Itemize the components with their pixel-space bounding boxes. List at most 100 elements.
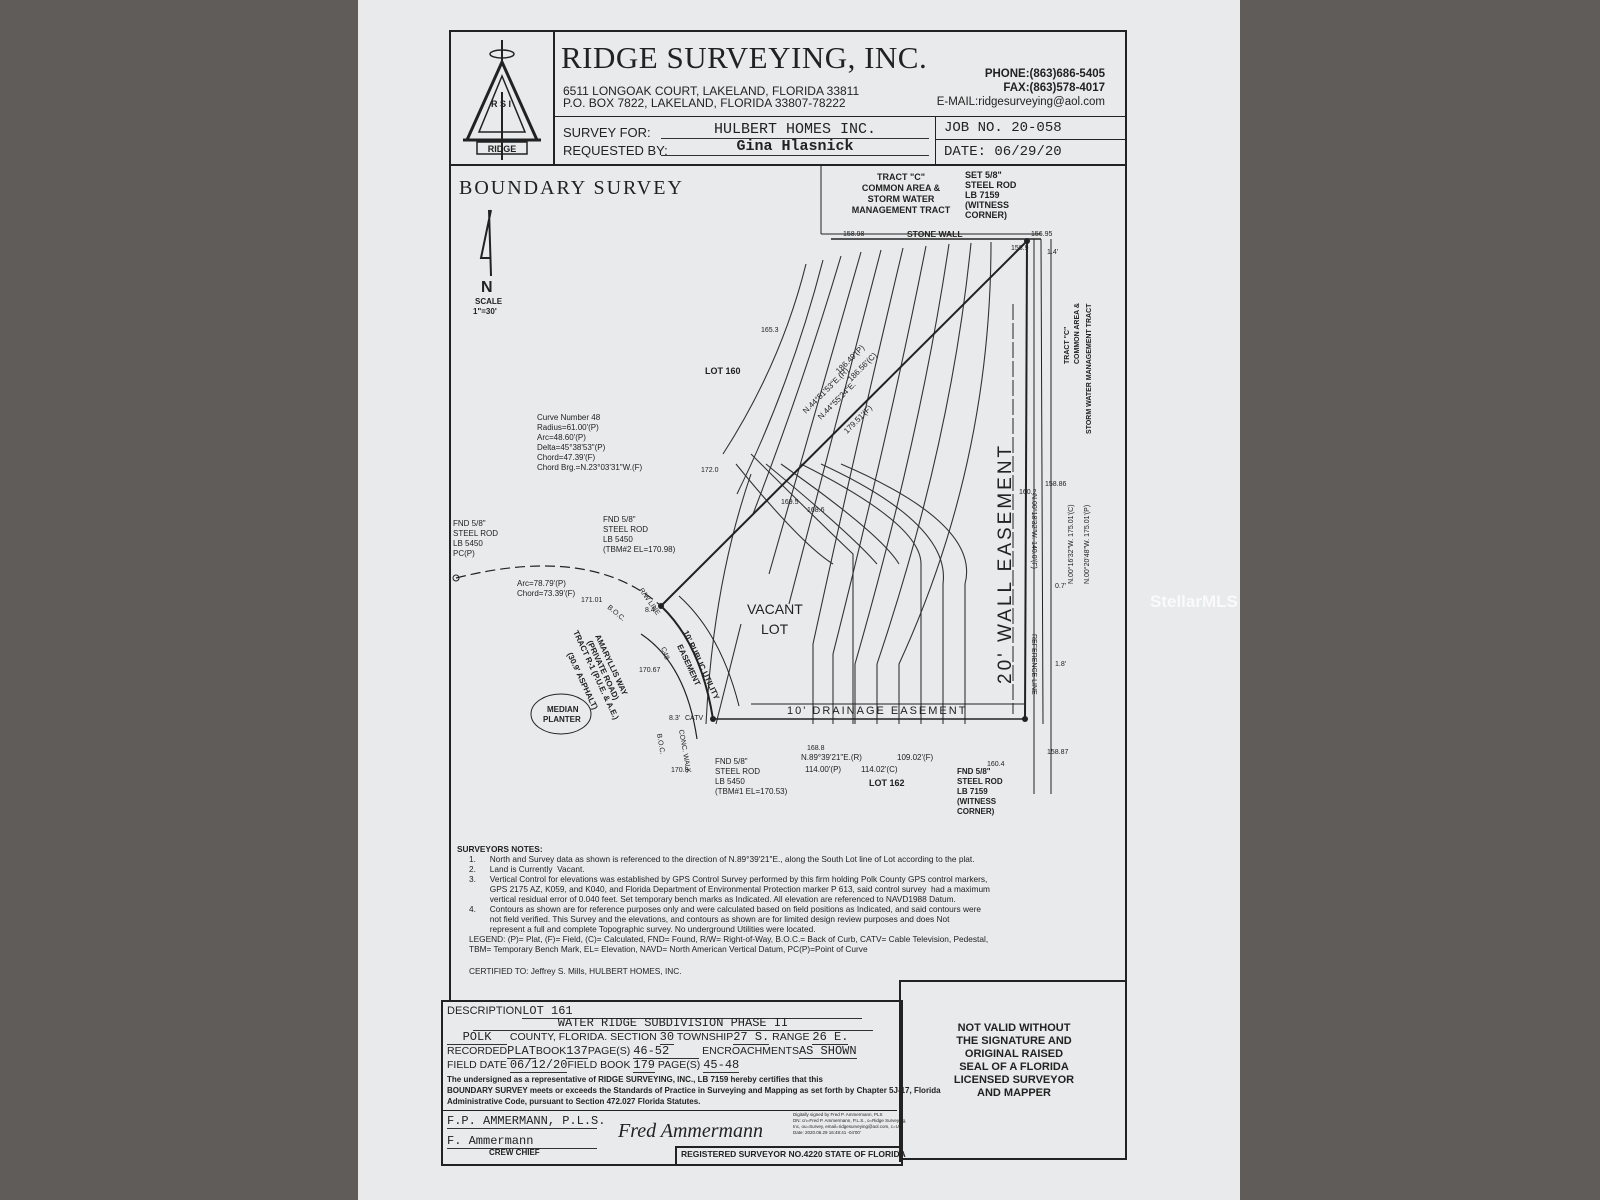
subdivision-value: WATER RIDGE SUBDIVISION PHASE II — [473, 1016, 873, 1031]
cert-line-3: Administrative Code, pursuant to Section… — [447, 1097, 701, 1106]
certified-to: CERTIFIED TO: Jeffrey S. Mills, HULBERT … — [469, 966, 682, 976]
wall-easement-label: 20' WALL EASEMENT — [995, 443, 1016, 684]
svg-text:LB 5450: LB 5450 — [603, 535, 633, 544]
fnd-witness-label: FND 5/8" STEEL ROD LB 7159 (WITNESS CORN… — [957, 767, 1003, 816]
section-value: 30 — [659, 1030, 675, 1045]
company-phone: PHONE:(863)686-5405 — [984, 68, 1105, 80]
elev-171-01: 171.01 — [581, 597, 603, 604]
pages-label: PAGE(S) — [587, 1045, 631, 1057]
svg-text:PLANTER: PLANTER — [543, 715, 581, 724]
d83-label: 8.3' — [669, 715, 680, 722]
svg-text:TRACT "C": TRACT "C" — [877, 172, 925, 182]
surveyors-notes: SURVEYORS NOTES: 1. North and Survey dat… — [457, 844, 1119, 976]
svg-text:STEEL ROD: STEEL ROD — [957, 777, 1003, 786]
field-pages-value: 45-48 — [703, 1058, 740, 1073]
d84-label: 8.4' — [645, 607, 656, 614]
svg-text:FND 5/8": FND 5/8" — [603, 515, 636, 524]
company-name: RIDGE SURVEYING, INC. — [561, 40, 928, 75]
range-value: 26 E. — [812, 1030, 849, 1045]
svg-text:N.89°39'21"E.(R): N.89°39'21"E.(R) — [801, 753, 862, 762]
note-line: 1. North and Survey data as shown is ref… — [469, 854, 975, 864]
svg-text:COMMON AREA &: COMMON AREA & — [862, 183, 941, 193]
svg-text:109.02'(F): 109.02'(F) — [897, 753, 934, 762]
vacant-label: VACANT — [747, 601, 803, 617]
notes-heading: SURVEYORS NOTES: — [457, 844, 543, 854]
north-label: N — [481, 279, 493, 296]
requested-by-label: REQUESTED BY: — [563, 143, 668, 158]
field-date-value: 06/12/20 — [509, 1058, 568, 1073]
elev-158-86: 158.86 — [1045, 481, 1067, 488]
field-book-value: 179 — [633, 1058, 655, 1073]
right-dim-p: N.00°20'48"W. 175.01'(P) — [1083, 505, 1091, 584]
elev-158-98: 158.98 — [843, 231, 865, 238]
reference-line-label: REFERENCE LINE — [1030, 634, 1037, 695]
svg-text:PC(P): PC(P) — [453, 549, 475, 558]
not-valid-line: NOT VALID WITHOUT — [957, 1022, 1071, 1034]
field-book-label: FIELD BOOK — [567, 1059, 631, 1071]
description-value: LOT 161 — [522, 1004, 863, 1019]
boc-label: B.O.C. — [606, 604, 627, 623]
contour-lines — [705, 241, 992, 725]
svg-text:Radius=61.00'(P): Radius=61.00'(P) — [537, 423, 599, 432]
elev-160-2: 160.2 — [1019, 489, 1037, 496]
county-value: POLK — [447, 1030, 507, 1045]
township-value: 27 S. — [733, 1030, 770, 1045]
median-planter-label: MEDIAN PLANTER — [530, 693, 592, 735]
surveyor-signature: Fred Ammermann — [618, 1120, 763, 1142]
svg-text:LB 7159: LB 7159 — [965, 190, 1000, 200]
offset-bottom: 1.8' — [1055, 661, 1066, 668]
cert-line-2: BOUNDARY SURVEY meets or exceeds the Sta… — [447, 1086, 941, 1095]
note-line: represent a full and complete Topographi… — [469, 924, 816, 934]
monument-markers — [452, 238, 1030, 722]
boundary-drawing: BOUNDARY SURVEY N SCALE 1"=30' TRACT "C"… — [452, 164, 1093, 816]
svg-text:114.00'(P): 114.00'(P) — [805, 765, 841, 774]
set-rod-label: SET 5/8" STEEL ROD LB 7159 (WITNESS CORN… — [965, 170, 1017, 220]
lot-boundary — [455, 238, 1052, 794]
arc-chord-label: Arc=78.79'(P) Chord=73.39'(F) — [517, 579, 576, 598]
recorded-value: PLAT — [507, 1044, 536, 1059]
not-valid-line: ORIGINAL RAISED — [964, 1048, 1064, 1060]
book-value: 137 — [566, 1044, 588, 1059]
svg-text:Arc=48.60'(P): Arc=48.60'(P) — [537, 433, 586, 442]
svg-text:STEEL ROD: STEEL ROD — [715, 767, 760, 776]
company-email: E-MAIL:ridgesurveying@aol.com — [936, 96, 1105, 108]
not-valid-line: THE SIGNATURE AND — [956, 1035, 1072, 1047]
township-label: TOWNSHIP — [676, 1031, 734, 1043]
svg-text:STEEL ROD: STEEL ROD — [453, 529, 498, 538]
cert-line-1: The undersigned as a representative of R… — [447, 1075, 823, 1084]
elev-160-4: 160.4 — [987, 761, 1005, 768]
offset-mid: 0.7' — [1055, 583, 1066, 590]
company-address-2: P.O. BOX 7822, LAKELAND, FLORIDA 33807-7… — [563, 96, 846, 110]
c48-label: C48 — [659, 646, 670, 661]
svg-text:CORNER): CORNER) — [965, 210, 1007, 220]
fnd-pc-label: FND 5/8" STEEL ROD LB 5450 PC(P) — [453, 519, 498, 558]
elev-168-6: 168.6 — [807, 507, 825, 514]
not-valid-box: NOT VALID WITHOUT THE SIGNATURE AND ORIG… — [899, 980, 1127, 1162]
note-line: 2. Land is Currently Vacant. — [469, 864, 585, 874]
svg-text:Chord=47.39'(F): Chord=47.39'(F) — [537, 453, 596, 462]
crew-chief-name: F. Ammermann — [447, 1134, 597, 1149]
svg-text:MEDIAN: MEDIAN — [547, 705, 579, 714]
elev-169-5: 169.5 — [781, 499, 799, 506]
pls-name: F.P. AMMERMANN, P.L.S. — [447, 1114, 606, 1129]
svg-text:SET 5/8": SET 5/8" — [965, 170, 1002, 180]
logo-word: RIDGE — [488, 144, 517, 154]
fnd-tbm2-label: FND 5/8" STEEL ROD LB 5450 (TBM#2 EL=170… — [603, 515, 676, 554]
scale-label: SCALE — [475, 297, 503, 306]
crew-chief-label: CREW CHIEF — [489, 1148, 540, 1157]
not-valid-line: AND MAPPER — [977, 1087, 1051, 1099]
watermark: StellarMLS — [1150, 592, 1238, 611]
svg-text:STEEL ROD: STEEL ROD — [603, 525, 648, 534]
catv-label: CATV — [685, 715, 703, 722]
tract-c-right-label: TRACT "C" COMMON AREA & STORM WATER MANA… — [1064, 303, 1093, 434]
drainage-easement-label: 10' DRAINAGE EASEMENT — [787, 705, 967, 717]
north-arrow-icon — [479, 209, 492, 277]
pages-value: 46-52 — [633, 1044, 700, 1059]
drawing-title: BOUNDARY SURVEY — [459, 177, 684, 199]
lot-162-label: LOT 162 — [869, 778, 905, 788]
fnd-tbm1-label: FND 5/8" STEEL ROD LB 5450 (TBM#1 EL=170… — [715, 757, 788, 796]
job-number: JOB NO. 20-058 — [944, 120, 1062, 136]
svg-text:MANAGEMENT TRACT: MANAGEMENT TRACT — [852, 205, 951, 215]
reference-bearing: N.00°18'32"W. 140.0'(F) — [1030, 494, 1038, 569]
svg-text:Delta=45°38'53"(P): Delta=45°38'53"(P) — [537, 443, 606, 452]
